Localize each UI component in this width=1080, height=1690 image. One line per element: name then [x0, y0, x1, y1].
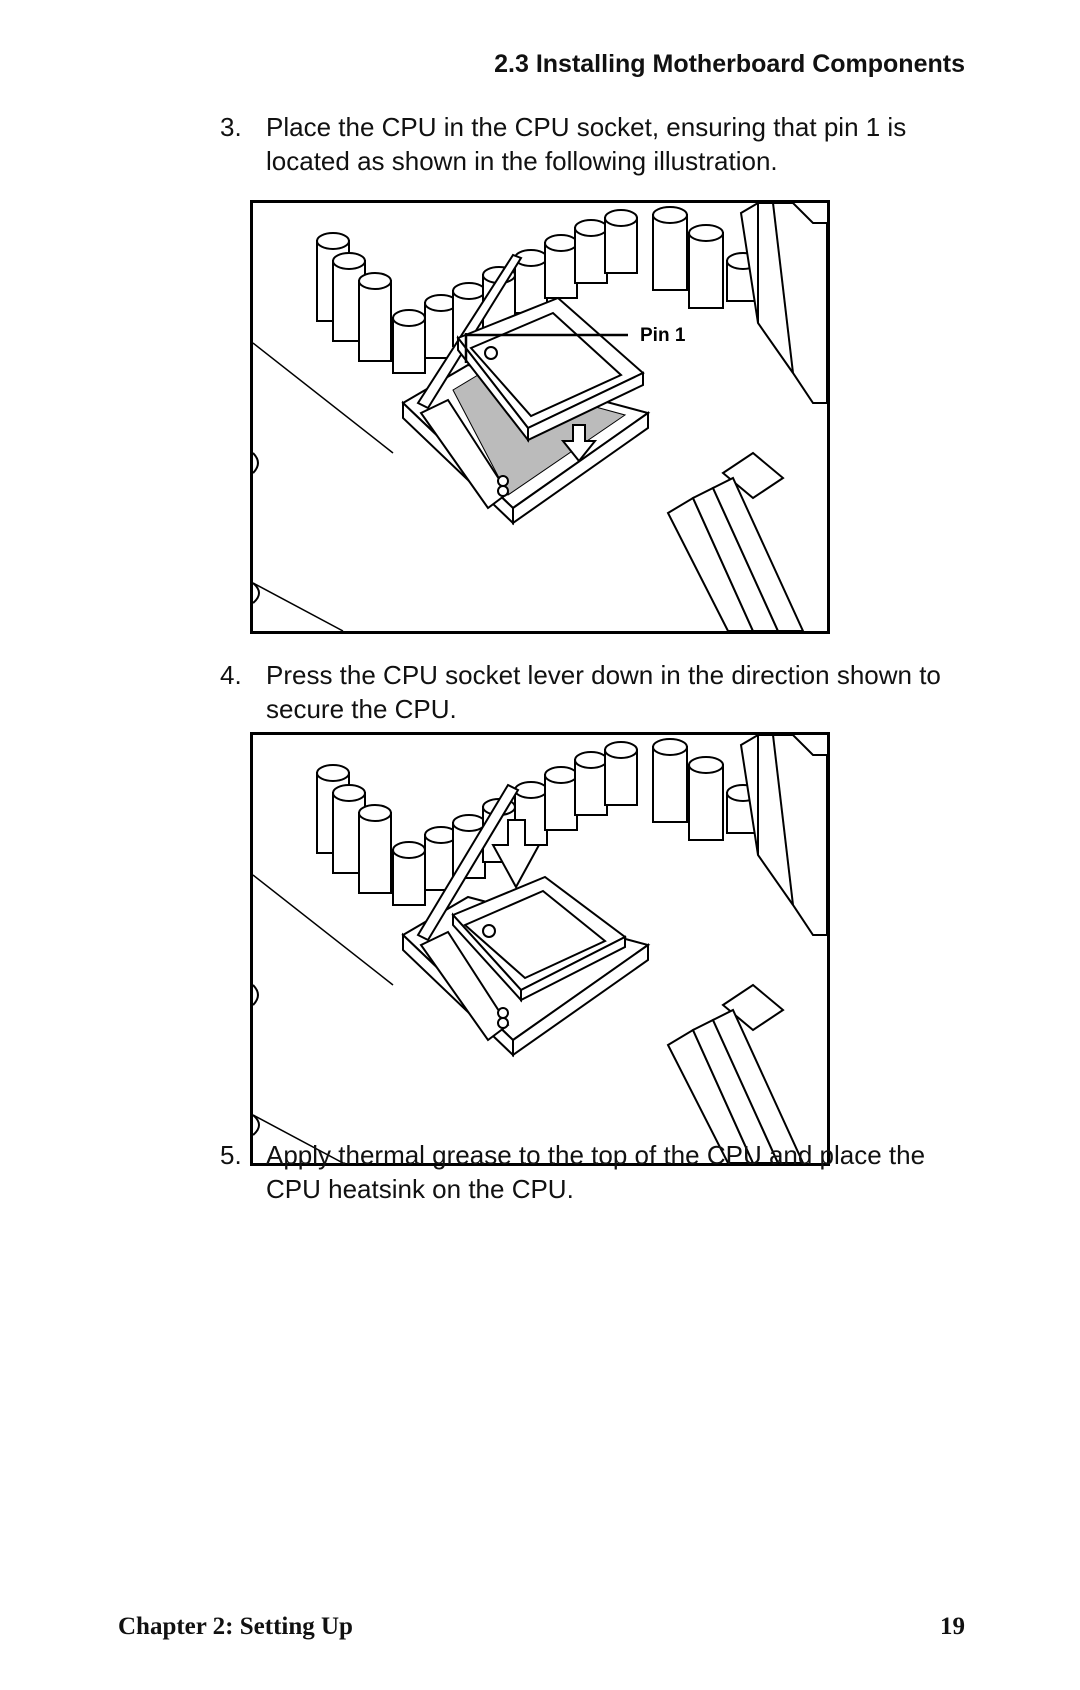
socket-lever	[416, 253, 523, 410]
cpu-chip	[456, 296, 645, 443]
step-5: 5. Apply thermal grease to the top of th…	[220, 1138, 970, 1206]
connector	[739, 203, 827, 404]
section-title: 2.3 Installing Motherboard Components	[494, 50, 965, 78]
capacitors	[316, 738, 808, 906]
socket-lever	[416, 783, 520, 942]
dimm-slots	[666, 983, 805, 1163]
step-number: 5.	[220, 1140, 242, 1170]
step-text: Apply thermal grease to the top of the C…	[266, 1140, 926, 1204]
cpu-insertion-illustration: Pin 1	[250, 200, 830, 634]
step-3: 3. Place the CPU in the CPU socket, ensu…	[220, 110, 970, 178]
cpu-chip	[451, 875, 627, 1003]
dimm-slots	[666, 451, 805, 631]
pin1-label: Pin 1	[640, 325, 686, 346]
step-4: 4. Press the CPU socket lever down in th…	[220, 658, 970, 726]
down-arrow-icon	[491, 819, 541, 890]
step-text: Place the CPU in the CPU socket, ensurin…	[266, 112, 907, 176]
footer-page-number: 19	[940, 1613, 965, 1640]
step-number: 4.	[220, 660, 242, 690]
down-arrow-icon	[560, 424, 598, 463]
footer-chapter: Chapter 2: Setting Up	[118, 1613, 353, 1640]
step-number: 3.	[220, 112, 242, 142]
lever-press-illustration	[250, 732, 830, 1166]
step-text: Press the CPU socket lever down in the d…	[266, 660, 941, 724]
connector	[739, 735, 827, 936]
